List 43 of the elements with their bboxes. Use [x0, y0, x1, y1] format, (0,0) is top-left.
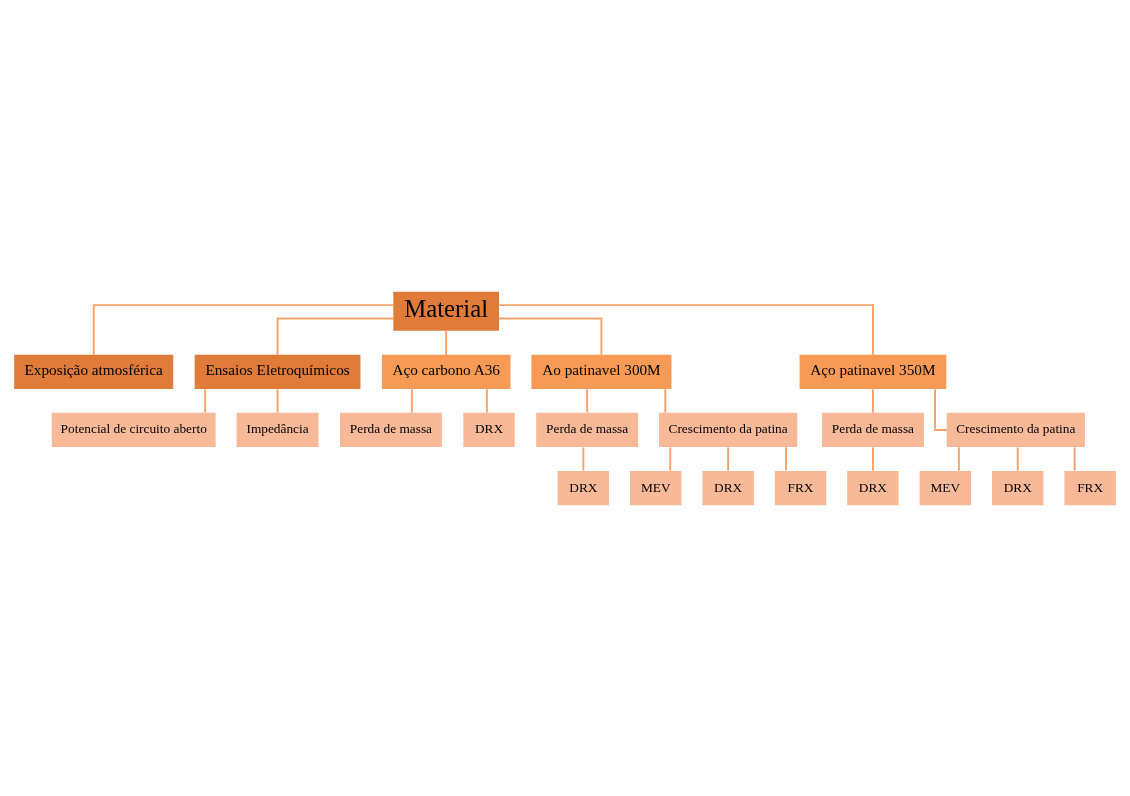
- node-box: Perda de massa: [536, 412, 639, 447]
- node-box: Aço patinavel 350M: [799, 354, 947, 389]
- node-box: DRX: [463, 412, 515, 447]
- node-box: MEV: [630, 470, 682, 505]
- node-box: Ensaios Eletroquímicos: [194, 354, 361, 389]
- node-box: Material: [393, 291, 500, 331]
- node-box: DRX: [557, 470, 610, 505]
- connector: [664, 387, 667, 413]
- connector: [785, 445, 787, 472]
- connector: [485, 387, 488, 413]
- connector: [498, 303, 874, 356]
- node-box: DRX: [702, 470, 754, 505]
- connector: [669, 445, 672, 472]
- connector: [498, 317, 603, 356]
- node-box: Ao patinavel 300M: [531, 354, 672, 389]
- connector: [92, 303, 394, 356]
- node-box: Exposição atmosférica: [14, 354, 174, 389]
- connector: [934, 387, 948, 431]
- connector: [1016, 445, 1019, 472]
- node-box: MEV: [919, 470, 972, 505]
- node-box: Aço carbono A36: [381, 354, 511, 389]
- connector: [276, 387, 279, 413]
- node-box: FRX: [774, 470, 827, 505]
- connector: [957, 445, 960, 472]
- node-box: DRX: [992, 470, 1044, 505]
- node-box: Perda de massa: [821, 412, 924, 447]
- connector: [871, 445, 874, 472]
- connector: [276, 317, 395, 356]
- node-box: Potencial de circuito aberto: [51, 412, 216, 447]
- node-box: Crescimento da patina: [946, 412, 1085, 447]
- connector: [727, 445, 730, 472]
- node-box: Perda de massa: [339, 412, 442, 447]
- connector: [410, 387, 413, 413]
- node-box: Impedância: [236, 412, 319, 447]
- connector: [582, 445, 585, 472]
- connector: [586, 387, 589, 413]
- connector: [204, 387, 207, 413]
- node-box: DRX: [847, 470, 899, 505]
- node-box: Crescimento da patina: [659, 412, 798, 447]
- connector: [871, 387, 874, 413]
- connector: [445, 329, 448, 356]
- connector: [1073, 445, 1076, 472]
- node-box: FRX: [1064, 470, 1116, 505]
